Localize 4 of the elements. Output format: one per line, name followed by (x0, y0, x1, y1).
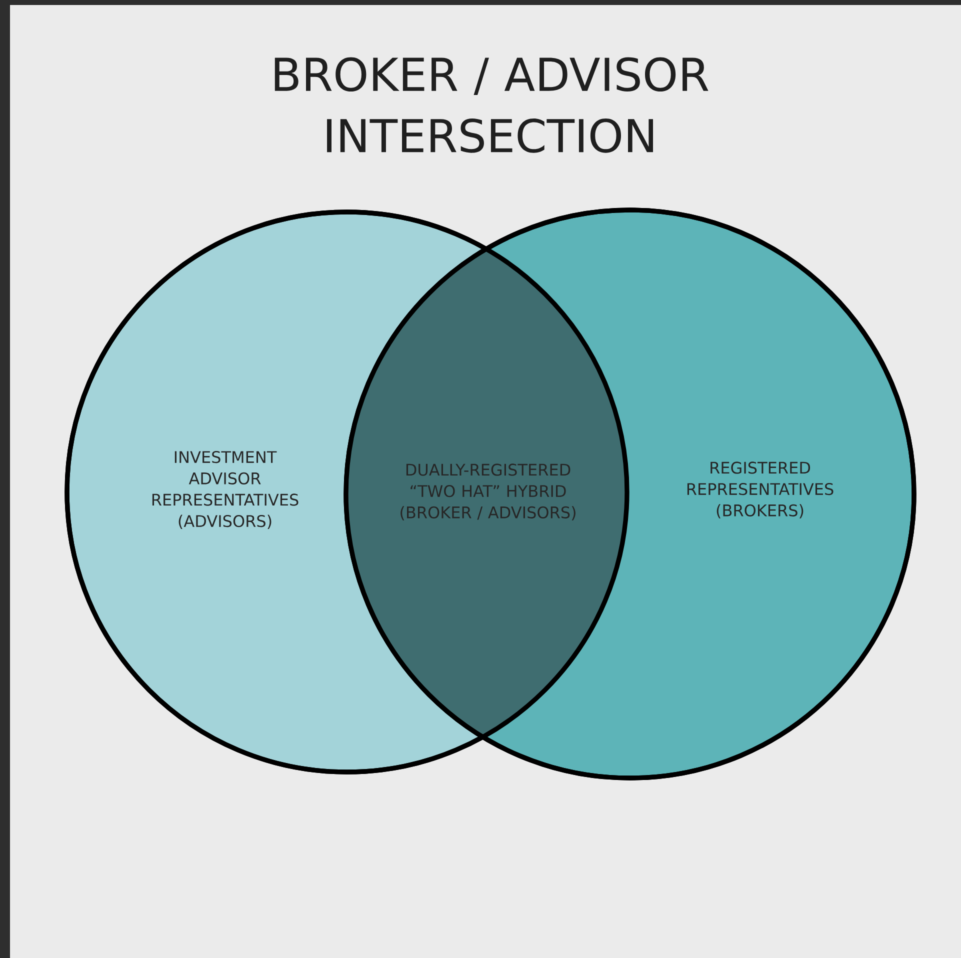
region-label: DUALLY-REGISTERED “TWO HAT” HYBRID (BROKER / ADVISORS) (400, 464, 576, 520)
region-label: INVESTMENT ADVISOR REPRESENTATIVES (ADVISORS) (152, 451, 298, 529)
title: BROKER / ADVISOR INTERSECTION (274, 57, 708, 153)
region-label: REGISTERED REPRESENTATIVES (BROKERS) (687, 462, 834, 518)
